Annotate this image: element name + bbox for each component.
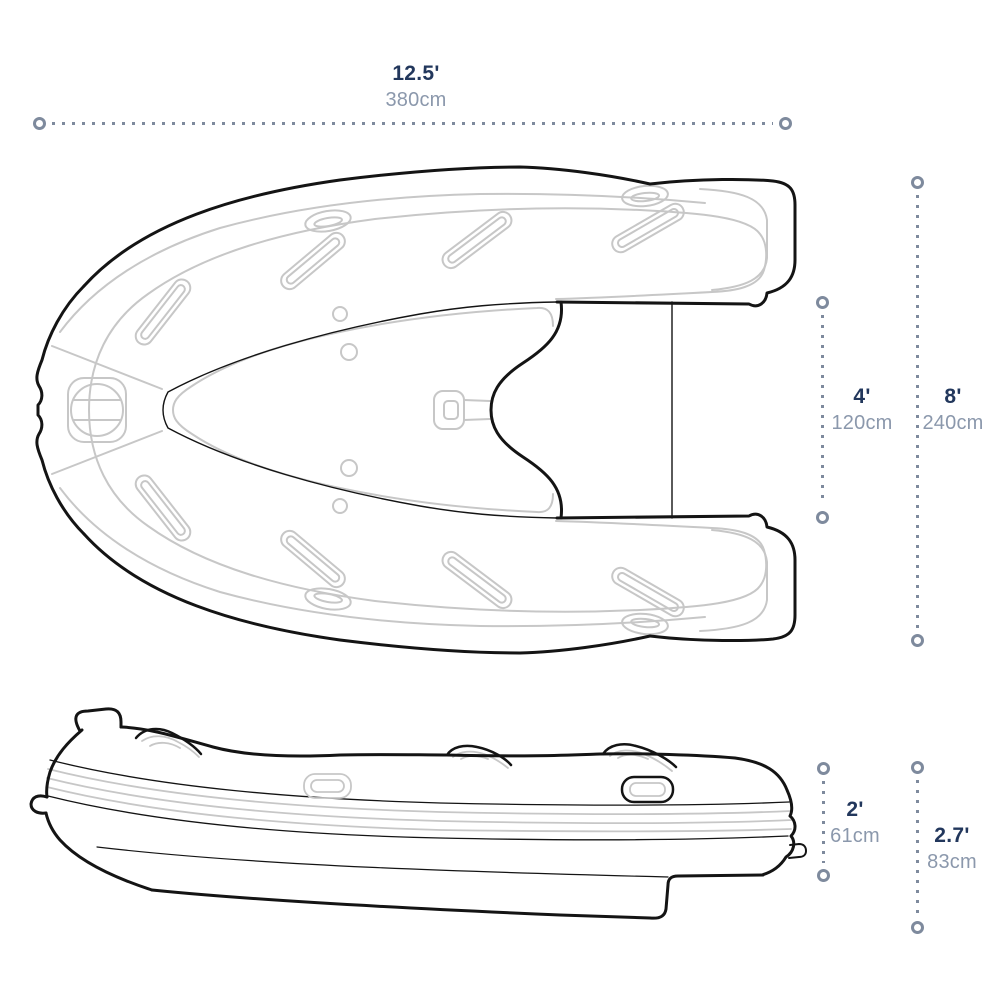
grab-handle-icon bbox=[134, 474, 192, 542]
dimension-tube-label: 2' 61cm bbox=[805, 798, 905, 848]
bow-tab bbox=[29, 794, 49, 815]
dimension-inner-beam-label: 4' 120cm bbox=[812, 385, 912, 435]
dotted-line bbox=[916, 195, 919, 628]
dimension-endpoint-icon bbox=[911, 761, 924, 774]
inner-beam-feet: 4' bbox=[853, 385, 871, 408]
dimension-endpoint-icon bbox=[817, 869, 830, 882]
dotted-line bbox=[821, 315, 824, 505]
tube-cm: 61cm bbox=[830, 825, 880, 848]
dimension-beam-label: 8' 240cm bbox=[903, 385, 1000, 435]
dimension-endpoint-icon bbox=[33, 117, 46, 130]
dimension-endpoint-icon bbox=[911, 921, 924, 934]
dimension-endpoint-icon bbox=[779, 117, 792, 130]
beam-feet: 8' bbox=[944, 385, 962, 408]
grab-handle-icon bbox=[280, 529, 346, 589]
oval-handle-icon bbox=[621, 612, 669, 636]
tow-eye-icon bbox=[433, 390, 491, 430]
oval-handle-icon bbox=[304, 209, 352, 233]
bow-edge bbox=[44, 728, 154, 892]
dimension-height-label: 2.7' 83cm bbox=[902, 824, 1000, 874]
grab-handle-icon bbox=[611, 202, 685, 254]
dimension-endpoint-icon bbox=[911, 176, 924, 189]
dotted-line bbox=[52, 122, 773, 125]
dimension-endpoint-icon bbox=[817, 762, 830, 775]
grab-handle-icon bbox=[611, 566, 685, 618]
bow-knob bbox=[74, 707, 123, 733]
beam-cm: 240cm bbox=[922, 412, 984, 435]
drain-plug-icon bbox=[788, 843, 807, 859]
boat-top-view-drawing bbox=[35, 165, 797, 655]
keel-transom bbox=[150, 873, 765, 920]
chine-line bbox=[162, 301, 558, 519]
oval-handle-icon bbox=[621, 184, 669, 208]
dotted-line bbox=[916, 780, 919, 915]
dimension-beam-line bbox=[911, 176, 924, 647]
length-feet: 12.5' bbox=[392, 62, 440, 85]
boat-side-view-drawing bbox=[29, 707, 807, 920]
dimension-endpoint-icon bbox=[816, 511, 829, 524]
bow-outline bbox=[35, 284, 86, 536]
dimension-inner-beam-line bbox=[816, 296, 829, 524]
dotted-line bbox=[822, 781, 825, 863]
dimension-endpoint-icon bbox=[911, 634, 924, 647]
dimension-endpoint-icon bbox=[816, 296, 829, 309]
deck-notch bbox=[489, 300, 564, 520]
side-handle-icon bbox=[303, 773, 352, 799]
oval-handle-icon bbox=[304, 587, 352, 611]
grab-handle-icon bbox=[280, 231, 346, 291]
grab-handle-icon bbox=[441, 550, 513, 610]
grab-handle-icon bbox=[441, 210, 513, 270]
bow-fitting-icon bbox=[67, 377, 127, 443]
dimension-length-label: 12.5' 380cm bbox=[366, 62, 466, 112]
tube-top-edge bbox=[119, 725, 797, 877]
tube-feet: 2' bbox=[846, 798, 864, 821]
grab-handle-icon bbox=[134, 278, 192, 346]
height-cm: 83cm bbox=[927, 851, 977, 874]
height-feet: 2.7' bbox=[934, 824, 970, 847]
dimension-tube-line bbox=[817, 762, 830, 882]
dimension-length-line bbox=[33, 117, 792, 130]
dimension-height-line bbox=[911, 761, 924, 934]
stern-handle-icon bbox=[620, 775, 675, 804]
inner-beam-cm: 120cm bbox=[831, 412, 893, 435]
length-cm: 380cm bbox=[385, 89, 447, 112]
